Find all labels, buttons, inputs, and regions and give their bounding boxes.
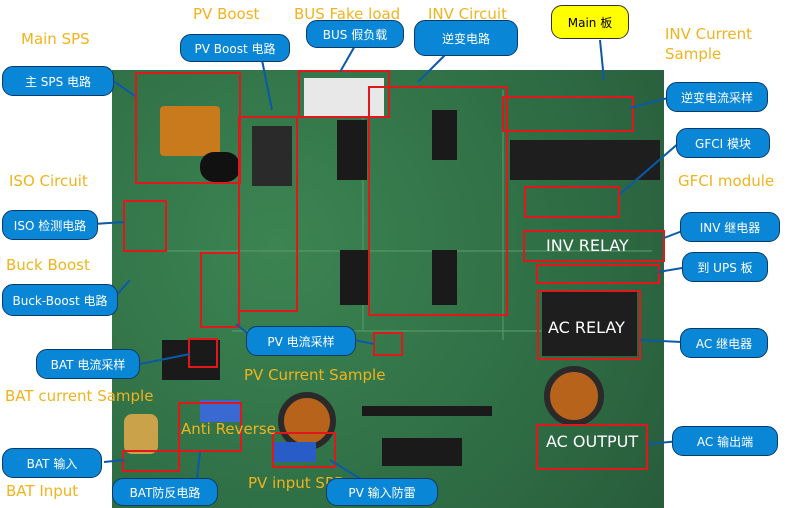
callout-ac-output: AC 输出端 [672,426,778,456]
callout-main-board: Main 板 [551,5,629,39]
box-inverter [368,86,508,316]
box-inv-relay [523,230,665,262]
label-inv-circuit: INV Circuit [428,5,507,23]
box-main-sps [135,72,241,184]
callout-inv-relay: INV 继电器 [680,212,780,242]
label-bat-current-sample: BAT current Sample [5,387,154,405]
boost-devices [252,126,292,186]
callout-inverter: 逆变电路 [414,20,518,56]
callout-bat-anti-reverse: BAT防反电路 [112,478,218,506]
label-pv-input-spd: PV input SPD [248,474,346,492]
spd-blue [272,442,316,462]
pcb-board [112,70,664,508]
inverter-module-1 [337,120,367,180]
box-inv-current [502,96,634,132]
callout-pv-input-spd: PV 输入防雷 [326,478,438,506]
label-iso-circuit: ISO Circuit [9,172,88,190]
box-bat-current [188,338,218,368]
callout-ac-relay: AC 继电器 [680,328,768,358]
label-anti-reverse: Anti Reverse [181,420,276,438]
label-pv-boost: PV Boost [193,5,260,23]
box-pv-boost [238,116,298,312]
callout-buck-boost: Buck-Boost 电路 [2,284,118,316]
callout-iso: ISO 检测电路 [2,210,98,240]
label-main-sps: Main SPS [21,30,90,48]
callout-main-sps: 主 SPS 电路 [2,66,114,96]
inverter-module-3 [340,250,368,305]
callout-bat-current: BAT 电流采样 [36,349,140,379]
sps-transformer [160,106,220,156]
label-pv-current-sample: PV Current Sample [244,366,386,384]
toroid-ac [544,366,604,426]
relay-block-ac [542,292,637,356]
callout-bat-input: BAT 输入 [2,448,102,478]
callout-to-ups: 到 UPS 板 [682,252,768,282]
box-bus-fake-load [298,70,390,118]
connector-strip [362,406,492,416]
label-bus-fake-load: BUS Fake load [294,5,401,23]
callout-pv-boost: PV Boost 电路 [180,34,290,62]
box-to-ups [536,264,660,284]
callout-pv-current: PV 电流采样 [246,326,356,356]
label-buck-boost: Buck Boost [6,256,90,274]
anti-reverse-cap [200,400,240,422]
box-iso [123,200,167,252]
inverter-module-2 [432,110,457,160]
callout-bus-fake-load: BUS 假负载 [306,20,404,48]
connector-strip-2 [382,438,462,466]
sps-capacitors [200,152,240,182]
toroid-bat [124,414,158,454]
box-anti-reverse [178,402,242,452]
box-buck-boost [200,252,240,328]
box-ac-output [536,424,648,470]
label-ac-relay: AC RELAY [548,318,625,337]
label-inv-current-2: Sample [665,45,722,63]
relay-block-inv [510,140,660,180]
label-inv-relay: INV RELAY [546,236,629,255]
callout-gfci: GFCI 模块 [676,128,770,158]
box-ac-relay [537,290,641,360]
label-gfci-module: GFCI module [678,172,775,190]
label-bat-input: BAT Input [6,482,79,500]
bat-current-sample-block [162,340,220,380]
box-pv-input-spd [272,432,336,468]
fake-load-resistors [304,78,384,118]
label-ac-output: AC OUTPUT [546,432,639,451]
label-inv-current-1: INV Current [665,25,753,43]
box-gfci [524,186,620,218]
callout-inv-current: 逆变电流采样 [666,82,768,112]
inverter-module-4 [432,250,457,305]
